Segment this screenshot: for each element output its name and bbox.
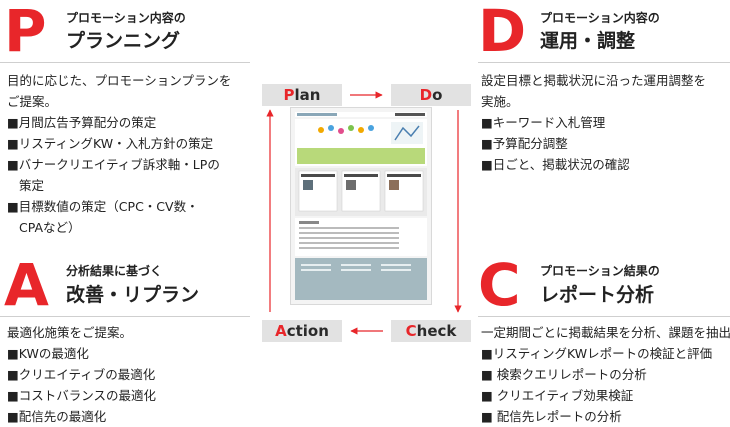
cycle-action-label: Action xyxy=(262,320,342,342)
action-letter: A xyxy=(4,251,49,319)
plan-line: 目的に応じた、プロモーションプランを xyxy=(7,73,232,88)
plan-description: 目的に応じた、プロモーションプランを ご提案。 ■月間広告予算配分の策定 ■リス… xyxy=(7,70,231,238)
check-line: ■ 配信先レポートの分析 xyxy=(481,409,622,424)
action-line: ■配信先の最適化 xyxy=(7,409,107,424)
do-line: ■予算配分調整 xyxy=(481,136,568,151)
do-line: ■日ごと、掲載状況の確認 xyxy=(481,157,630,172)
check-description: 一定期間ごとに掲載結果を分析、課題を抽出。 ■リスティングKWレポートの検証と評… xyxy=(481,322,730,427)
plan-line: ■バナークリエイティブ訴求軸・LPの xyxy=(7,157,220,172)
check-line: 一定期間ごとに掲載結果を分析、課題を抽出。 xyxy=(481,325,730,340)
do-line: 実施。 xyxy=(481,94,519,109)
check-title: レポート分析 xyxy=(540,284,655,306)
do-divider xyxy=(478,62,730,63)
plan-line: ご提案。 xyxy=(7,94,58,109)
check-line: ■ クリエイティブ効果検証 xyxy=(481,388,634,403)
check-line: ■リスティングKWレポートの検証と評価 xyxy=(481,346,713,361)
do-line: 設定目標と掲載状況に沿った運用調整を xyxy=(481,73,707,88)
do-line: ■キーワード入札管理 xyxy=(481,115,606,130)
website-thumbnail-image xyxy=(291,108,431,304)
action-line: ■KWの最適化 xyxy=(7,346,89,361)
plan-line: CPAなど） xyxy=(19,220,81,235)
action-description: 最適化施策をご提案。 ■KWの最適化 ■クリエイティブの最適化 ■コストバランス… xyxy=(7,322,156,427)
cycle-do-label: Do xyxy=(391,84,471,106)
action-divider xyxy=(0,316,250,317)
plan-title: プランニング xyxy=(66,30,181,52)
plan-letter: P xyxy=(4,0,47,65)
plan-divider xyxy=(0,62,250,63)
check-letter: C xyxy=(478,251,521,319)
cycle-check-label: Check xyxy=(391,320,471,342)
do-description: 設定目標と掲載状況に沿った運用調整を 実施。 ■キーワード入札管理 ■予算配分調… xyxy=(481,70,706,175)
plan-subtitle: プロモーション内容の xyxy=(66,11,186,25)
plan-line: ■リスティングKW・入札方針の策定 xyxy=(7,136,214,151)
action-subtitle: 分析結果に基づく xyxy=(66,264,163,278)
action-line: 最適化施策をご提案。 xyxy=(7,325,133,340)
check-subtitle: プロモーション結果の xyxy=(540,264,660,278)
check-line: ■ 検索クエリレポートの分析 xyxy=(481,367,647,382)
do-subtitle: プロモーション内容の xyxy=(540,11,660,25)
website-screenshot xyxy=(290,107,432,305)
do-title: 運用・調整 xyxy=(540,30,636,52)
plan-line: 策定 xyxy=(19,178,45,193)
plan-line: ■月間広告予算配分の策定 xyxy=(7,115,157,130)
action-title: 改善・リプラン xyxy=(66,284,200,306)
action-line: ■クリエイティブの最適化 xyxy=(7,367,156,382)
cycle-plan-label: Plan xyxy=(262,84,342,106)
check-divider xyxy=(478,316,730,317)
action-line: ■コストバランスの最適化 xyxy=(7,388,157,403)
plan-line: ■目標数値の策定（CPC・CV数・ xyxy=(7,199,199,214)
do-letter: D xyxy=(478,0,527,65)
